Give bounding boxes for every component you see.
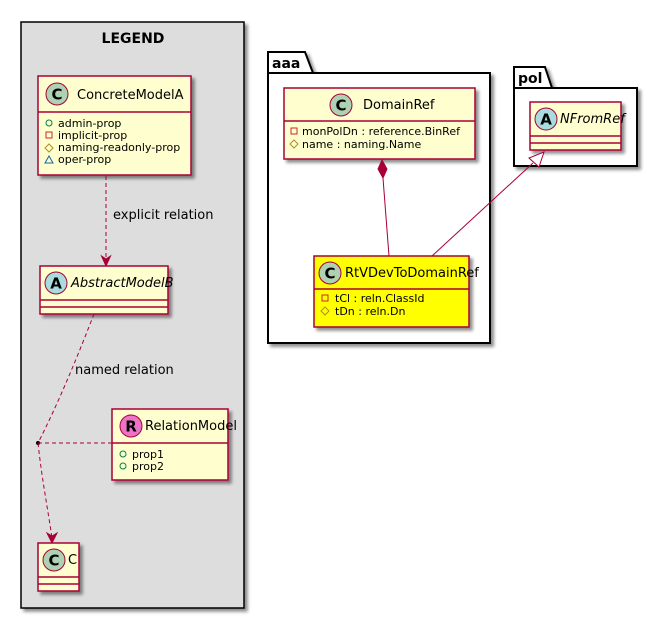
svg-text:A: A [50, 275, 62, 293]
private-visibility-icon [321, 294, 329, 302]
attribute: tCl : reln.ClassId [335, 292, 425, 305]
attribute: monPolDn : reference.BinRef [302, 125, 461, 138]
package-visibility-icon [44, 154, 54, 164]
svg-text:R: R [125, 418, 137, 436]
svg-text:A: A [540, 111, 552, 129]
edge-label: named relation [75, 363, 174, 378]
attribute: tDn : reln.Dn [335, 305, 405, 318]
edge-explicit-relation: explicit relation [100, 176, 213, 268]
private-visibility-icon [290, 127, 298, 135]
svg-text:C: C [51, 86, 62, 104]
edge-label: explicit relation [113, 208, 213, 223]
class-name: NFromRef [560, 112, 627, 127]
attribute: oper-prop [58, 153, 111, 166]
edge-named-relation: named relation [36, 313, 174, 545]
class-stereotype-icon: C [318, 261, 342, 285]
class-stereotype-icon: C [329, 93, 353, 117]
svg-text:C: C [48, 552, 59, 570]
class-name: RtVDevToDomainRef [345, 266, 479, 281]
abstract-stereotype-icon: A [534, 107, 558, 131]
attribute: admin-prop [58, 117, 121, 130]
edge-generalization [431, 151, 545, 257]
class-stereotype-icon: C [45, 82, 69, 106]
public-visibility-icon [119, 462, 127, 470]
edge-composition [377, 158, 390, 257]
class-relation-model[interactable]: R RelationModel prop1 prop2 [111, 408, 237, 481]
attribute: prop1 [132, 448, 164, 461]
attribute: prop2 [132, 460, 164, 473]
class-c[interactable]: C C [37, 542, 80, 592]
package-name: aaa [272, 56, 300, 72]
class-name: C [68, 553, 77, 568]
abstract-stereotype-icon: A [44, 271, 68, 295]
class-name: DomainRef [363, 98, 435, 113]
class-n-from-ref[interactable]: A NFromRef [529, 101, 627, 151]
class-stereotype-icon: C [42, 548, 66, 572]
attribute: implicit-prop [58, 129, 127, 142]
svg-text:C: C [335, 97, 346, 115]
protected-visibility-icon [289, 139, 299, 149]
attribute: naming-readonly-prop [58, 141, 180, 154]
protected-visibility-icon [320, 306, 330, 316]
protected-visibility-icon [44, 143, 54, 153]
class-name: ConcreteModelA [77, 88, 184, 103]
class-domain-ref[interactable]: C DomainRef monPolDn : reference.BinRef … [283, 87, 476, 160]
class-name: AbstractModelB [70, 276, 174, 291]
public-visibility-icon [119, 450, 127, 458]
class-concrete-model-a[interactable]: C ConcreteModelA admin-prop implicit-pro… [37, 75, 192, 176]
class-name: RelationModel [145, 419, 237, 434]
class-abstract-model-b[interactable]: A AbstractModelB [39, 265, 174, 315]
attribute: name : naming.Name [302, 138, 422, 151]
class-rtv-dev-to-domain-ref[interactable]: C RtVDevToDomainRef tCl : reln.ClassId t… [313, 255, 479, 328]
private-visibility-icon [45, 131, 53, 139]
relation-stereotype-icon: R [119, 414, 143, 438]
package-name: pol [518, 71, 542, 87]
svg-text:C: C [324, 265, 335, 283]
public-visibility-icon [45, 119, 53, 127]
legend-title: LEGEND [102, 31, 165, 47]
